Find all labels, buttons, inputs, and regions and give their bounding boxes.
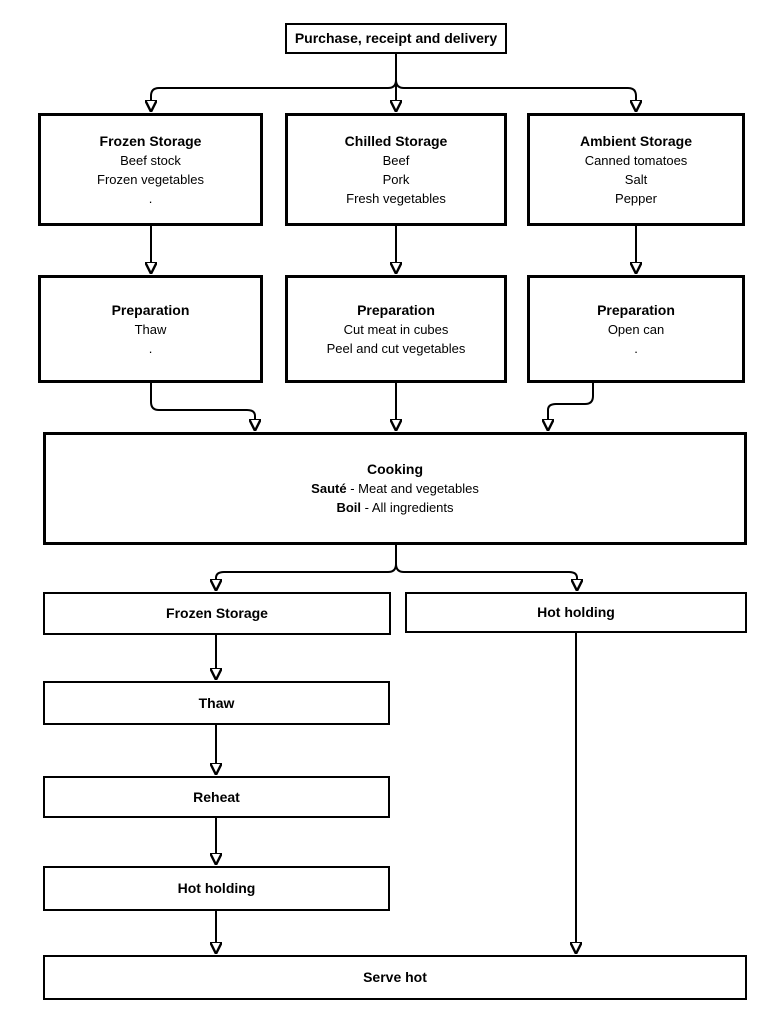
node-hot-holding-direct: Hot holding — [405, 592, 747, 633]
node-line: . — [148, 190, 153, 206]
node-reheat: Reheat — [43, 776, 390, 818]
node-title: Preparation — [111, 301, 190, 318]
connector-purchase-to-frozen — [151, 79, 397, 101]
node-title: Hot holding — [177, 880, 256, 896]
node-title: Frozen Storage — [166, 605, 268, 621]
node-ambient-storage: Ambient Storage Canned tomatoes Salt Pep… — [527, 113, 745, 226]
node-line: Cut meat in cubes — [343, 321, 449, 337]
node-title: Thaw — [198, 694, 235, 711]
node-thaw: Thaw — [43, 681, 390, 725]
cooking-method: Sauté — [311, 481, 347, 496]
node-line: Peel and cut vegetables — [326, 340, 466, 356]
cooking-detail: - All ingredients — [361, 500, 454, 515]
cooking-method: Boil — [336, 500, 362, 515]
node-preparation-frozen: Preparation Thaw . — [38, 275, 263, 383]
node-title: Reheat — [193, 788, 240, 805]
node-title: Purchase, receipt and delivery — [294, 30, 498, 46]
node-frozen-storage-cooked: Frozen Storage — [43, 592, 391, 635]
node-line: Sauté - Meat and vegetables — [311, 479, 479, 498]
node-title: Cooking — [367, 461, 423, 477]
node-line: Salt — [624, 171, 648, 187]
node-line: Thaw — [134, 321, 167, 337]
node-line: Boil - All ingredients — [336, 498, 453, 517]
connector-purchase-to-ambient — [395, 79, 636, 101]
connector-prep-ambient-to-cooking — [548, 383, 594, 420]
node-line: Beef — [382, 152, 410, 168]
node-line: Fresh vegetables — [346, 190, 446, 206]
node-preparation-chilled: Preparation Cut meat in cubes Peel and c… — [285, 275, 507, 383]
node-line: Pepper — [615, 190, 657, 206]
node-line: . — [148, 340, 153, 356]
cooking-detail: - Meat and vegetables — [346, 481, 479, 496]
node-line: Canned tomatoes — [584, 152, 688, 168]
node-title: Chilled Storage — [344, 132, 448, 149]
node-line: Frozen vegetables — [97, 171, 204, 187]
node-preparation-ambient: Preparation Open can . — [527, 275, 745, 383]
node-title: Serve hot — [363, 969, 427, 985]
node-title: Ambient Storage — [579, 132, 692, 149]
node-line: Open can — [607, 321, 665, 337]
node-title: Hot holding — [537, 604, 615, 620]
node-serve-hot: Serve hot — [43, 955, 747, 1000]
node-purchase-receipt-delivery: Purchase, receipt and delivery — [285, 23, 507, 54]
node-chilled-storage: Chilled Storage Beef Pork Fresh vegetabl… — [285, 113, 507, 226]
connector-cooking-to-hot-holding — [395, 563, 577, 580]
connector-cooking-to-frozen-storage — [216, 563, 397, 580]
node-title: Preparation — [357, 301, 435, 318]
node-title: Frozen Storage — [99, 132, 202, 149]
node-hot-holding-reheated: Hot holding — [43, 866, 390, 911]
node-frozen-storage-initial: Frozen Storage Beef stock Frozen vegetab… — [38, 113, 263, 226]
connector-prep-frozen-to-cooking — [150, 383, 255, 420]
node-title: Preparation — [597, 301, 675, 318]
node-line: Beef stock — [120, 152, 181, 168]
node-cooking: Cooking Sauté - Meat and vegetables Boil… — [43, 432, 747, 545]
node-line: . — [634, 340, 638, 356]
node-line: Pork — [382, 171, 410, 187]
